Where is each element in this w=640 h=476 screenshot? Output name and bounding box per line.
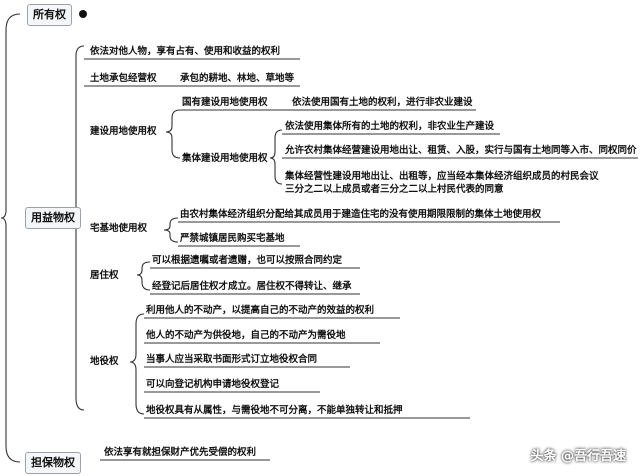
homestead-label: 宅基地使用权 <box>90 223 148 234</box>
collective-item: 集体经营性建设用地出让、出租等，应当经本集体经济组织成员的村民会议 <box>285 171 599 182</box>
residence-item: 可以根据遗嘱或者遗赠，也可以按照合同约定 <box>152 255 343 266</box>
residence-item: 经登记后居住权才成立。居住权不得转让、继承 <box>152 281 352 292</box>
usufruct-node: 用益物权 <box>25 207 81 229</box>
homestead-item: 严禁城镇居民购买宅基地 <box>180 233 285 244</box>
construction-land-label: 建设用地使用权 <box>90 126 157 137</box>
homestead-brace <box>163 217 179 243</box>
easement-item: 可以向登记机构申请地役权登记 <box>146 379 280 390</box>
residence-brace <box>136 261 151 291</box>
residence-label: 居住权 <box>90 270 119 281</box>
land-contract-desc: 承包的耕地、林地、草地等 <box>180 73 295 84</box>
collective-item: 三分之二以上成员或者三分之二以上村民代表的同意 <box>285 184 504 195</box>
easement-item: 地役权具有从属性，与需役地不可分离，不能单独转让和抵押 <box>146 405 403 416</box>
ownership-node: 所有权 <box>27 4 72 26</box>
main-brace <box>0 13 21 463</box>
easement-item: 他人的不动产为供役地，自己的不动产为需役地 <box>146 330 346 341</box>
security-node: 担保物权 <box>25 452 81 474</box>
usufruct-definition: 依法对他人物，享有占有、使用和收益的权利 <box>90 46 281 57</box>
security-definition: 依法享有就担保财产优先受偿的权利 <box>104 447 257 458</box>
collective-item: 允许农村集体经营建设用地出让、租赁、入股，实行与国有土地同等入市、同权同价 <box>285 145 637 156</box>
state-owned-desc: 依法使用国有土地的权利，进行非农业建设 <box>292 97 473 108</box>
easement-label: 地役权 <box>90 356 119 367</box>
state-owned-label: 国有建设用地使用权 <box>182 97 268 108</box>
land-contract-label: 土地承包经营权 <box>90 73 157 84</box>
easement-brace <box>129 313 145 415</box>
ownership-dot <box>79 10 87 18</box>
collective-brace <box>269 129 283 185</box>
easement-item: 当事人应当采取书面形式订立地役权合同 <box>146 354 318 365</box>
easement-item: 利用他人的不动产，以提高自己的不动产的效益的权利 <box>146 305 375 316</box>
construction-brace <box>165 109 181 159</box>
homestead-item: 由农村集体经济组织分配给其成员用于建造住宅的没有使用期限限制的集体土地使用权 <box>180 209 542 220</box>
watermark: 头条 @吾行吾速 <box>530 449 626 464</box>
collective-item: 依法使用集体所有的土地的权利，非农业生产建设 <box>285 121 495 132</box>
collective-label: 集体建设用地使用权 <box>182 153 268 164</box>
